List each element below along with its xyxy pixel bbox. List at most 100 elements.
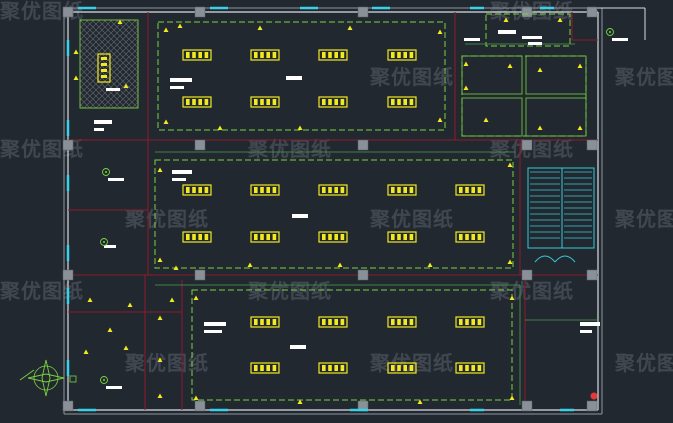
light-fixture-tube xyxy=(260,187,264,193)
outlet-marker xyxy=(337,262,343,267)
watermark: 聚优图纸 xyxy=(124,351,209,375)
outlet-marker xyxy=(157,315,163,320)
light-fixture-tube xyxy=(397,234,401,240)
light-fixture-tube xyxy=(397,319,401,325)
outlet-marker xyxy=(509,295,515,300)
light-fixture-tube xyxy=(409,234,414,240)
light-fixture-tube xyxy=(459,234,463,240)
plan-layer xyxy=(19,6,646,415)
outlet-marker xyxy=(73,49,79,54)
panel-board-slot xyxy=(101,63,107,66)
light-fixture-tube xyxy=(272,365,277,371)
outlet-marker xyxy=(193,395,199,400)
light-fixture-tube xyxy=(272,234,277,240)
light-fixture-tube xyxy=(391,234,395,240)
light-fixture xyxy=(250,362,280,374)
light-fixture xyxy=(455,184,485,196)
annotation-label xyxy=(106,88,120,91)
outlet-marker xyxy=(557,17,563,22)
equipment-room xyxy=(79,19,139,109)
light-fixture-tube xyxy=(192,187,196,193)
office-cell xyxy=(525,97,587,137)
annotation-label xyxy=(172,178,186,181)
lighting-zone xyxy=(485,13,571,47)
light-fixture xyxy=(250,96,280,108)
structural-column xyxy=(357,269,369,281)
outlet-marker xyxy=(507,162,513,167)
outlet-marker xyxy=(507,259,513,264)
structural-column xyxy=(194,139,206,151)
light-fixture xyxy=(318,231,348,243)
light-fixture-tube xyxy=(465,187,469,193)
light-fixture-tube xyxy=(471,319,475,325)
outlet-marker xyxy=(537,67,543,72)
outlet-marker xyxy=(193,295,199,300)
outlet-marker xyxy=(509,395,515,400)
annotation-label xyxy=(170,86,184,89)
light-fixture-tube xyxy=(477,187,482,193)
light-fixture-frame xyxy=(250,184,280,196)
light-fixture-tube xyxy=(403,99,407,105)
light-fixture-tube xyxy=(397,187,401,193)
light-fixture-tube xyxy=(192,52,196,58)
annotation-label xyxy=(94,120,112,124)
watermark: 聚优图纸 xyxy=(369,207,454,231)
office-cell xyxy=(461,55,523,95)
light-fixture-tube xyxy=(477,365,482,371)
light-fixture-tube xyxy=(186,52,190,58)
light-fixture-frame xyxy=(318,316,348,328)
smoke-detector-icon xyxy=(100,376,108,384)
light-fixture-frame xyxy=(318,362,348,374)
annotation-label xyxy=(498,30,516,34)
structural-column xyxy=(586,400,598,412)
structural-column xyxy=(521,269,533,281)
light-fixture-tube xyxy=(334,365,338,371)
outlet-marker xyxy=(577,125,583,130)
watermark: 聚优图纸 xyxy=(247,279,332,303)
light-fixture-tube xyxy=(459,319,463,325)
compass-needle xyxy=(41,359,51,397)
smoke-detector-icon xyxy=(102,168,110,176)
light-fixture xyxy=(455,316,485,328)
structural-column xyxy=(62,269,74,281)
light-fixture xyxy=(387,96,417,108)
light-fixture-tube xyxy=(403,187,407,193)
annotation-label xyxy=(580,322,600,326)
structural-column xyxy=(521,139,533,151)
light-fixture-frame xyxy=(250,362,280,374)
light-fixture-tube xyxy=(334,187,338,193)
annotation-label xyxy=(106,386,122,389)
smoke-detector-icon xyxy=(100,238,108,246)
annotation-label xyxy=(580,330,592,333)
light-fixture xyxy=(387,184,417,196)
light-fixture-tube xyxy=(334,99,338,105)
light-fixture-tube xyxy=(328,234,332,240)
light-fixture xyxy=(318,316,348,328)
light-fixture-tube xyxy=(266,319,270,325)
annotation-label xyxy=(612,38,628,41)
light-fixture xyxy=(250,184,280,196)
annotation-label xyxy=(522,36,542,39)
lighting-zone xyxy=(461,55,587,137)
light-fixture xyxy=(318,49,348,61)
annotation-label xyxy=(108,178,124,181)
light-fixture-tube xyxy=(477,234,482,240)
light-fixture-tube xyxy=(340,319,345,325)
door-swing xyxy=(534,255,576,263)
light-fixture xyxy=(387,316,417,328)
panel-board-slot xyxy=(101,75,107,78)
outlet-marker xyxy=(483,117,489,122)
light-fixture-tube xyxy=(260,99,264,105)
light-fixture-tube xyxy=(198,52,202,58)
light-fixture-frame xyxy=(250,231,280,243)
light-fixture-tube xyxy=(397,52,401,58)
structural-column xyxy=(194,400,206,412)
light-fixture-tube xyxy=(192,234,196,240)
outlet-marker xyxy=(503,17,509,22)
outlet-marker xyxy=(177,23,183,28)
light-fixture-tube xyxy=(272,99,277,105)
outlet-marker xyxy=(463,61,469,66)
outlet-marker xyxy=(127,302,133,307)
structural-column xyxy=(357,139,369,151)
